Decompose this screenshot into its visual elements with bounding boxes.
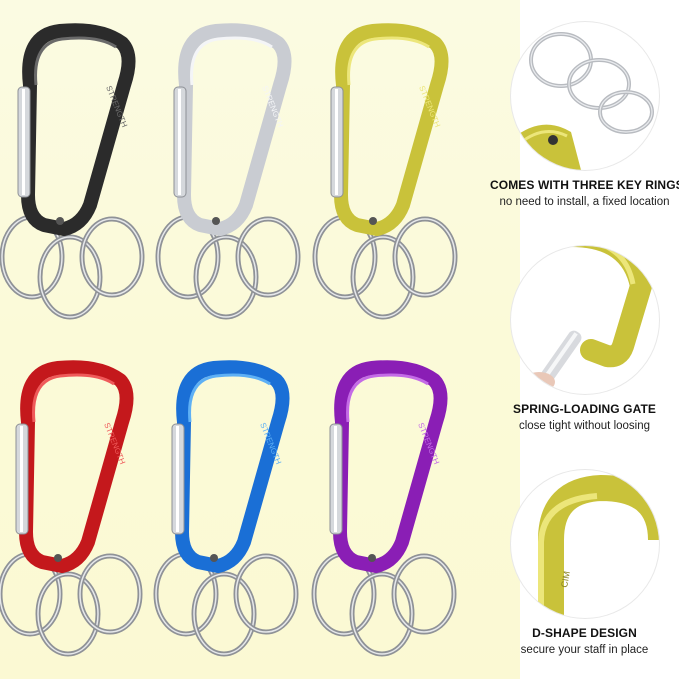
feature-subtitle: secure your staff in place: [520, 644, 649, 656]
rivet: [369, 217, 377, 225]
feature-spring-gate: SPRING-LOADING GATE close tight without …: [490, 246, 679, 432]
gate-shine: [20, 426, 23, 532]
carabiner-body: [334, 23, 449, 236]
key-ring-highlight: [79, 555, 141, 633]
feature-d-shape: CIM D-SHAPE DESIGN secure your staff in …: [490, 470, 679, 656]
d-shape-closeup-image: CIM: [510, 470, 659, 618]
key-ring-highlight: [393, 555, 455, 633]
carabiner-highlight: [188, 373, 271, 423]
gate-shine: [334, 426, 337, 532]
carabiner-purple: STRENGTH: [311, 360, 457, 657]
gate-shine: [335, 89, 338, 195]
gate-shine: [178, 89, 181, 195]
key-rings-closeup-image: [510, 22, 659, 170]
carabiner-highlight: [347, 36, 430, 86]
gate-shine: [176, 426, 179, 532]
carabiner-body: [177, 23, 292, 236]
carabiner-silver: STRENGTH: [155, 23, 301, 320]
gate-shine: [22, 89, 25, 195]
carabiner-body: [19, 360, 134, 573]
rivet: [212, 217, 220, 225]
key-ring-highlight: [81, 218, 143, 296]
feature-title: D-SHAPE DESIGN: [532, 626, 637, 640]
feature-subtitle: no need to install, a fixed location: [499, 196, 670, 208]
rivet: [54, 554, 62, 562]
key-ring-highlight: [39, 236, 101, 318]
d-shape-illustration: CIM: [537, 474, 659, 618]
feature-title: SPRING-LOADING GATE: [512, 402, 656, 416]
carabiner-gold: STRENGTH: [312, 23, 458, 320]
carabiner-highlight: [32, 373, 115, 423]
gate-illustration: [522, 246, 652, 392]
feature-subtitle: close tight without loosing: [518, 420, 651, 432]
rivet: [56, 217, 64, 225]
carabiner-blue: STRENGTH: [153, 360, 299, 657]
gate-closeup-image: [510, 246, 659, 394]
carabiner-highlight: [346, 373, 429, 423]
carabiner-body: [333, 360, 448, 573]
carabiner-body: [21, 23, 136, 236]
key-ring-highlight: [352, 236, 414, 318]
carabiner-highlight: [34, 36, 117, 86]
key-ring-highlight: [351, 573, 413, 655]
key-ring-highlight: [394, 218, 456, 296]
feature-title: COMES WITH THREE KEY RINGS: [490, 178, 679, 192]
feature-key-rings: COMES WITH THREE KEY RINGS no need to in…: [490, 22, 679, 208]
rivet: [368, 554, 376, 562]
key-ring-highlight: [237, 218, 299, 296]
carabiner-red: STRENGTH: [0, 360, 143, 657]
key-rings-illustration: [510, 32, 654, 170]
key-ring-highlight: [235, 555, 297, 633]
key-ring-highlight: [193, 573, 255, 655]
carabiner-highlight: [190, 36, 273, 86]
carabiner-body: [175, 360, 290, 573]
key-ring-highlight: [37, 573, 99, 655]
carabiner-black: STRENGTH: [0, 23, 145, 320]
svg-text:CIM: CIM: [559, 570, 572, 588]
key-ring-highlight: [195, 236, 257, 318]
rivet: [210, 554, 218, 562]
